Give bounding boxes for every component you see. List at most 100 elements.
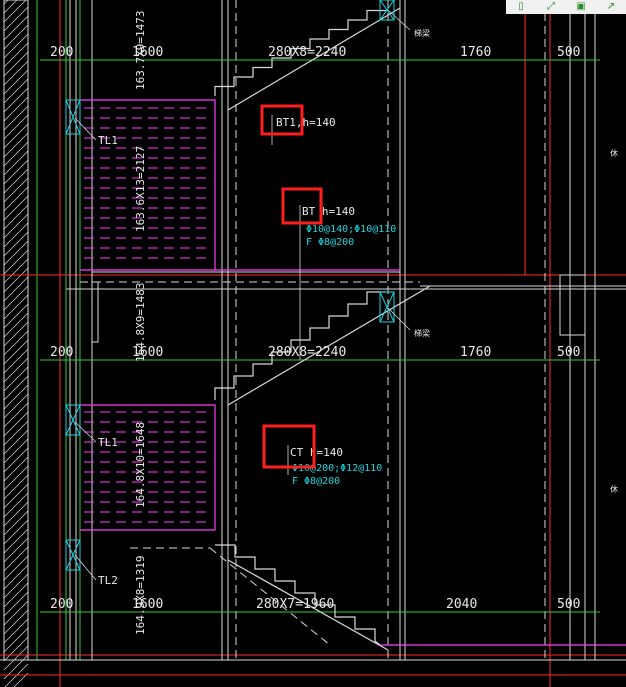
hatch-line	[3, 42, 29, 68]
hatch-line	[3, 312, 29, 338]
dim-v5: 164.9X8=1319	[134, 556, 147, 635]
hatch-line	[3, 96, 29, 122]
hatch-line	[3, 168, 29, 194]
hatch-line	[3, 348, 29, 374]
top-toolbar: ▯ ⤢ ▣ ↗	[506, 0, 626, 14]
hatch-line	[3, 60, 29, 86]
hatch-line	[3, 222, 29, 248]
hatch-line	[3, 591, 29, 617]
hatch-line	[3, 78, 29, 104]
label-tl1-mid: TL1	[98, 436, 118, 449]
hatch-line	[3, 618, 29, 644]
dim-2-c: 280X8=2240	[268, 345, 346, 360]
dim-1-e: 500	[557, 45, 580, 60]
hatch-line	[3, 636, 29, 662]
hatch-line	[3, 510, 29, 536]
left-wall-hatch	[3, 0, 29, 687]
export-icon[interactable]: ↗	[606, 1, 616, 12]
structure-lines	[0, 0, 626, 661]
landing-outlines	[80, 99, 626, 646]
beam-tl2	[65, 539, 81, 571]
dim-v3: 164.8X9=1483	[134, 283, 147, 362]
stair-profile-mid	[214, 291, 386, 400]
hatch-line	[3, 285, 29, 311]
dim-1-c: 280X8=2240	[268, 45, 346, 60]
hatch-line	[3, 519, 29, 545]
hatch-line	[3, 33, 29, 59]
hatch-line	[3, 393, 29, 419]
stair-profile-top	[214, 9, 386, 96]
ct-text: CT h=140	[290, 446, 343, 459]
beam-symbols	[65, 0, 395, 571]
dim-2-a: 200	[50, 345, 73, 360]
hatch-line	[3, 177, 29, 203]
hatch-line	[3, 15, 29, 41]
hatch-line	[3, 366, 29, 392]
bt2-rebar-1: Φ10@140;Φ10@110	[306, 224, 396, 235]
dim-3-a: 200	[50, 597, 73, 612]
hatch-line	[3, 258, 29, 284]
hatch-line	[3, 537, 29, 563]
hatch-line	[13, 672, 29, 687]
hatch-line	[3, 159, 29, 185]
hatch-line	[3, 87, 29, 113]
ct-rebar-1: Φ10@200;Φ12@110	[292, 463, 382, 474]
hatch-line	[3, 357, 29, 383]
fullscreen-icon[interactable]: ⤢	[547, 1, 555, 12]
hatch-line	[3, 51, 29, 77]
green-axis-lines	[36, 0, 81, 660]
hatch-line	[3, 573, 29, 599]
label-tl2: TL2	[98, 574, 118, 587]
beam-tl1-mid	[65, 404, 81, 436]
copy-icon[interactable]: ▯	[518, 1, 524, 12]
stair-profiles	[214, 7, 431, 651]
slab-line-mid	[227, 285, 431, 406]
hatch-line	[3, 195, 29, 221]
hatch-line	[3, 546, 29, 572]
hatch-line	[3, 483, 29, 509]
hatch-line	[3, 294, 29, 320]
ct-rebar-2: F Φ8@200	[292, 476, 340, 487]
hatch-line	[3, 384, 29, 410]
dim-row-2: 200 1600 280X8=2240 1760 500	[50, 345, 580, 360]
hatch-line	[3, 438, 29, 464]
hatch-line	[3, 429, 29, 455]
hatch-line	[3, 0, 27, 23]
dashed-lines	[80, 0, 546, 660]
hatch-line	[3, 501, 29, 527]
hatch-line	[3, 105, 29, 131]
hatch-line	[3, 582, 29, 608]
annotation-bt1: BT1,h=140	[276, 116, 336, 129]
hatch-line	[3, 528, 29, 554]
beam-tl1-top	[65, 99, 81, 135]
hatch-line	[3, 492, 29, 518]
hatch-line	[3, 69, 29, 95]
hatch-line	[3, 186, 29, 212]
vertical-dims: 163.7X9=1473 163.6X13=2127 164.8X9=1483 …	[134, 11, 147, 635]
dim-2-e: 500	[557, 345, 580, 360]
hatch-line	[3, 114, 29, 140]
hatch-line	[3, 276, 29, 302]
bt2-rebar-2: F Φ8@200	[306, 237, 354, 248]
hatch-line	[3, 402, 29, 428]
slab-line-bottom	[227, 559, 389, 651]
save-icon[interactable]: ▣	[576, 1, 586, 12]
dim-3-d: 2040	[446, 597, 477, 612]
note-beam-1: 梯梁	[414, 28, 430, 38]
dim-v1: 163.7X9=1473	[134, 11, 147, 90]
bt2-text: BT h=140	[302, 205, 355, 218]
hatch-line	[4, 663, 29, 687]
dim-v4: 164.8X10=1648	[134, 422, 147, 508]
hatch-line	[3, 627, 29, 653]
hatch-line	[3, 240, 29, 266]
hatch-line	[3, 339, 29, 365]
highlight-ct	[262, 424, 316, 469]
dim-3-b: 1600	[132, 597, 163, 612]
dim-3-c: 280X7=1960	[256, 597, 334, 612]
hatch-line	[3, 321, 29, 347]
hatch-line	[3, 150, 29, 176]
dim-row-3: 200 1600 280X7=1960 2040 500	[50, 597, 580, 612]
slab-line-top	[227, 7, 401, 111]
